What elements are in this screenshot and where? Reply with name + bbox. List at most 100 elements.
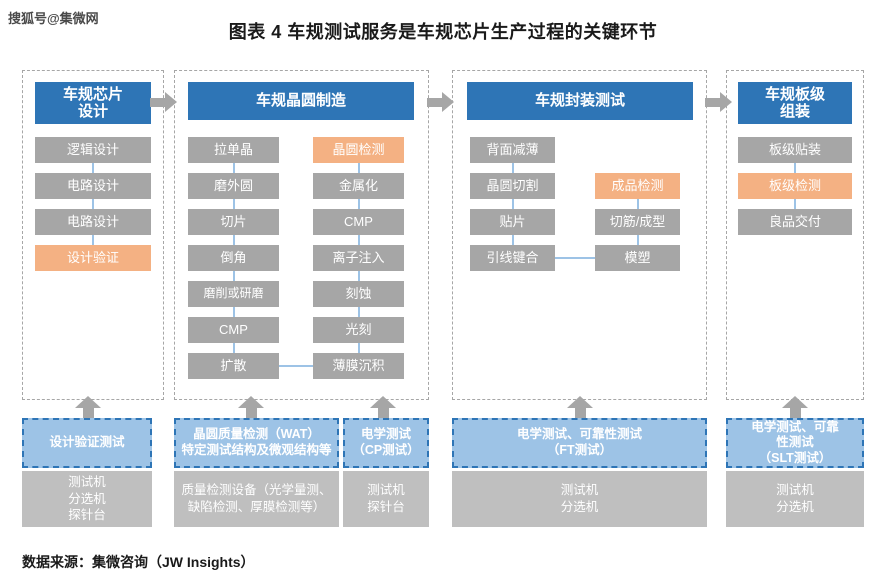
arrow-shaft <box>150 98 166 107</box>
step-wafer-a5-label: CMP <box>219 321 248 337</box>
step-design-3[interactable]: 设计验证 <box>35 245 151 271</box>
step-wafer-a0-label: 拉单晶 <box>213 141 253 157</box>
step-wafer-a4-label: 磨削或研磨 <box>203 286 264 301</box>
step-wafer-b5[interactable]: 光刻 <box>313 317 404 343</box>
connector-waferA-4 <box>233 271 235 290</box>
service-box-wat[interactable]: 晶圆质量检测（WAT） 特定测试结构及微观结构等 <box>174 418 339 468</box>
step-wafer-a3[interactable]: 倒角 <box>188 245 279 271</box>
connector-waferB-4 <box>358 271 360 290</box>
step-wafer-b3[interactable]: 离子注入 <box>313 245 404 271</box>
step-wafer-b5-label: 光刻 <box>345 321 372 337</box>
connector-pkgA-2 <box>512 199 514 218</box>
step-pkg-b0-label: 成品检测 <box>611 177 664 193</box>
step-design-2-label: 电路设计 <box>66 213 119 229</box>
step-pkg-a2-label: 贴片 <box>499 213 526 229</box>
step-pkg-a3[interactable]: 引线键合 <box>470 245 555 271</box>
step-pkg-b2[interactable]: 模塑 <box>595 245 680 271</box>
connector-design-1 <box>92 163 94 182</box>
equipment-label-design-verify: 测试机 分选机 探针台 <box>68 474 106 523</box>
step-pkg-a1[interactable]: 晶圆切割 <box>470 173 555 199</box>
service-box-slt[interactable]: 电学测试、可靠 性测试 （SLT测试） <box>726 418 864 468</box>
step-pkg-b1[interactable]: 切筋/成型 <box>595 209 680 235</box>
watermark-sohu: 搜狐号@集微网 <box>8 11 99 26</box>
arrow-shaft <box>575 407 586 420</box>
step-wafer-b2[interactable]: CMP <box>313 209 404 235</box>
connector-pkgA-1 <box>512 163 514 182</box>
equipment-label-cp: 测试机 探针台 <box>367 483 405 514</box>
step-wafer-a4[interactable]: 磨削或研磨 <box>188 281 279 307</box>
connector-waferB-1 <box>358 163 360 182</box>
service-box-design-verify[interactable]: 设计验证测试 <box>22 418 152 468</box>
equipment-box-ft: 测试机 分选机 <box>452 471 707 527</box>
step-wafer-b6[interactable]: 薄膜沉积 <box>313 353 404 379</box>
arrow-shaft <box>427 98 443 107</box>
connector-pkgA-3 <box>512 235 514 254</box>
step-wafer-b6-label: 薄膜沉积 <box>332 357 385 373</box>
equipment-box-wat: 质量检测设备（光学量测、缺陷检测、厚膜检测等） <box>174 471 339 527</box>
stage-header-package: 车规封装测试 <box>467 82 693 120</box>
service-label-slt: 电学测试、可靠 性测试 （SLT测试） <box>751 419 839 465</box>
arrow-head <box>370 396 396 408</box>
stage-group-wafer <box>174 70 429 400</box>
connector-wafer-cross <box>279 365 313 367</box>
step-board-1[interactable]: 板级检测 <box>738 173 852 199</box>
connector-waferB-2 <box>358 199 360 218</box>
service-label-cp: 电学测试 （CP测试） <box>352 427 420 457</box>
stage-header-wafer-label: 车规晶圆制造 <box>255 92 346 110</box>
step-design-0[interactable]: 逻辑设计 <box>35 137 151 163</box>
step-pkg-a0[interactable]: 背面减薄 <box>470 137 555 163</box>
step-wafer-a5[interactable]: CMP <box>188 317 279 343</box>
step-wafer-b3-label: 离子注入 <box>332 249 385 265</box>
step-wafer-b1[interactable]: 金属化 <box>313 173 404 199</box>
step-design-0-label: 逻辑设计 <box>66 141 119 157</box>
step-pkg-a2[interactable]: 贴片 <box>470 209 555 235</box>
data-source-note: 数据来源：集微咨询（JW Insights） <box>22 554 255 570</box>
connector-waferA-2 <box>233 199 235 218</box>
step-pkg-a1-label: 晶圆切割 <box>486 177 539 193</box>
service-box-ft[interactable]: 电学测试、可靠性测试 （FT测试） <box>452 418 707 468</box>
arrow-shaft <box>790 407 801 420</box>
step-wafer-b2-label: CMP <box>344 213 373 229</box>
step-pkg-b1-label: 切筋/成型 <box>609 213 666 229</box>
step-wafer-a3-label: 倒角 <box>220 249 247 265</box>
connector-pkgB-1 <box>637 199 639 218</box>
equipment-label-slt: 测试机 分选机 <box>776 483 814 514</box>
connector-waferB-6 <box>358 343 360 362</box>
connector-pkgB-2 <box>637 235 639 254</box>
step-wafer-b4[interactable]: 刻蚀 <box>313 281 404 307</box>
step-wafer-a6-label: 扩散 <box>220 357 247 373</box>
step-wafer-a0[interactable]: 拉单晶 <box>188 137 279 163</box>
arrow-shaft <box>705 98 721 107</box>
equipment-box-slt: 测试机 分选机 <box>726 471 864 527</box>
stage-header-design-label: 车规芯片 设计 <box>62 85 123 120</box>
service-label-wat: 晶圆质量检测（WAT） 特定测试结构及微观结构等 <box>181 427 332 457</box>
step-wafer-a1-label: 磨外圆 <box>213 177 253 193</box>
connector-waferA-1 <box>233 163 235 182</box>
step-board-0-label: 板级贴装 <box>768 141 821 157</box>
step-design-2[interactable]: 电路设计 <box>35 209 151 235</box>
step-wafer-b0[interactable]: 晶圆检测 <box>313 137 404 163</box>
step-wafer-a2[interactable]: 切片 <box>188 209 279 235</box>
service-box-cp[interactable]: 电学测试 （CP测试） <box>343 418 429 468</box>
step-wafer-a1[interactable]: 磨外圆 <box>188 173 279 199</box>
arrow-up-design <box>75 396 101 420</box>
connector-waferB-3 <box>358 235 360 254</box>
stage-header-board-label: 车规板级 组装 <box>764 85 825 120</box>
stage-header-wafer: 车规晶圆制造 <box>188 82 414 120</box>
step-design-1[interactable]: 电路设计 <box>35 173 151 199</box>
stage-header-package-label: 车规封装测试 <box>534 92 625 110</box>
step-board-2[interactable]: 良品交付 <box>738 209 852 235</box>
connector-waferA-3 <box>233 235 235 254</box>
step-board-0[interactable]: 板级贴装 <box>738 137 852 163</box>
step-wafer-b1-label: 金属化 <box>338 177 378 193</box>
stage-header-board: 车规板级 组装 <box>738 82 852 124</box>
connector-design-3 <box>92 235 94 254</box>
step-wafer-a6[interactable]: 扩散 <box>188 353 279 379</box>
connector-board-1 <box>794 163 796 182</box>
step-pkg-a3-label: 引线键合 <box>486 249 539 265</box>
connector-waferA-5 <box>233 307 235 326</box>
equipment-label-wat: 质量检测设备（光学量测、缺陷检测、厚膜检测等） <box>181 483 332 514</box>
step-pkg-b0[interactable]: 成品检测 <box>595 173 680 199</box>
equipment-box-design-verify: 测试机 分选机 探针台 <box>22 471 152 527</box>
arrow-head <box>75 396 101 408</box>
